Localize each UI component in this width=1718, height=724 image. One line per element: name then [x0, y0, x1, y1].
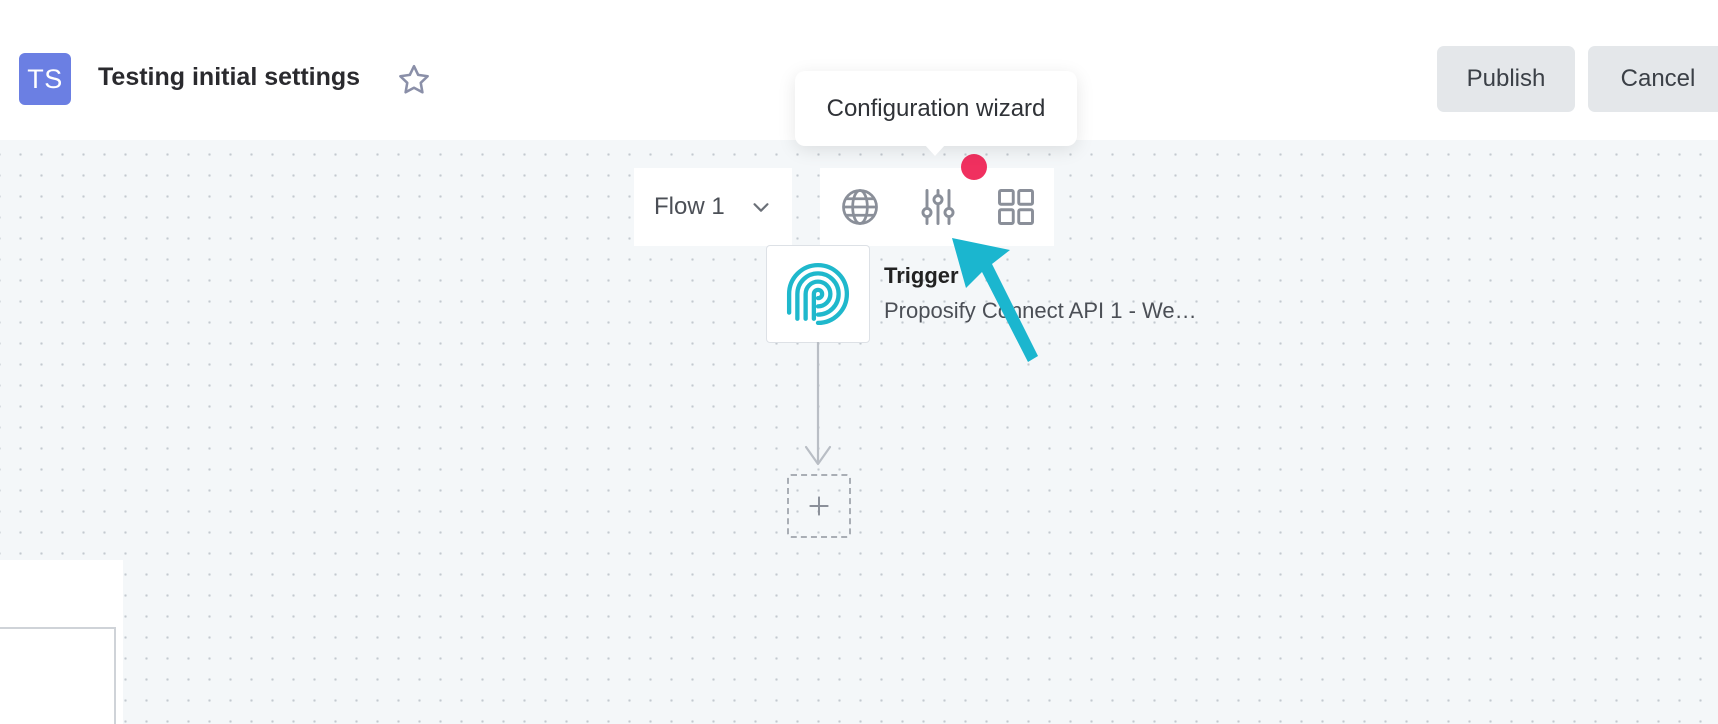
- star-icon[interactable]: [396, 62, 432, 98]
- globe-icon[interactable]: [838, 185, 882, 229]
- trigger-subtitle: Proposify Connect API 1 - We…: [884, 298, 1197, 323]
- proposify-logo-icon: [786, 262, 850, 326]
- chevron-down-icon: [753, 203, 769, 212]
- tooltip-text: Configuration wizard: [826, 94, 1046, 122]
- trigger-title: Trigger: [884, 263, 959, 288]
- flow-selector-label: Flow 1: [654, 193, 725, 220]
- plus-icon: [809, 496, 829, 516]
- cancel-button[interactable]: Cancel: [1588, 46, 1718, 112]
- tooltip-arrow: [924, 144, 946, 156]
- annotation-arrow-icon: [952, 238, 1038, 362]
- sliders-icon[interactable]: [916, 185, 960, 229]
- trigger-node[interactable]: [766, 245, 870, 343]
- tooltip: Configuration wizard: [795, 71, 1077, 146]
- side-panel: [0, 560, 123, 724]
- canvas-toolbar: [820, 168, 1054, 246]
- notification-dot: [961, 154, 987, 180]
- project-title: Testing initial settings: [98, 63, 361, 91]
- connector-arrow: [804, 342, 832, 466]
- grid-icon[interactable]: [994, 185, 1038, 229]
- publish-button[interactable]: Publish: [1437, 46, 1575, 112]
- project-avatar: TS: [19, 53, 71, 105]
- side-panel-box: [0, 627, 116, 724]
- add-step-button[interactable]: [787, 474, 851, 538]
- flow-selector[interactable]: Flow 1: [634, 168, 792, 246]
